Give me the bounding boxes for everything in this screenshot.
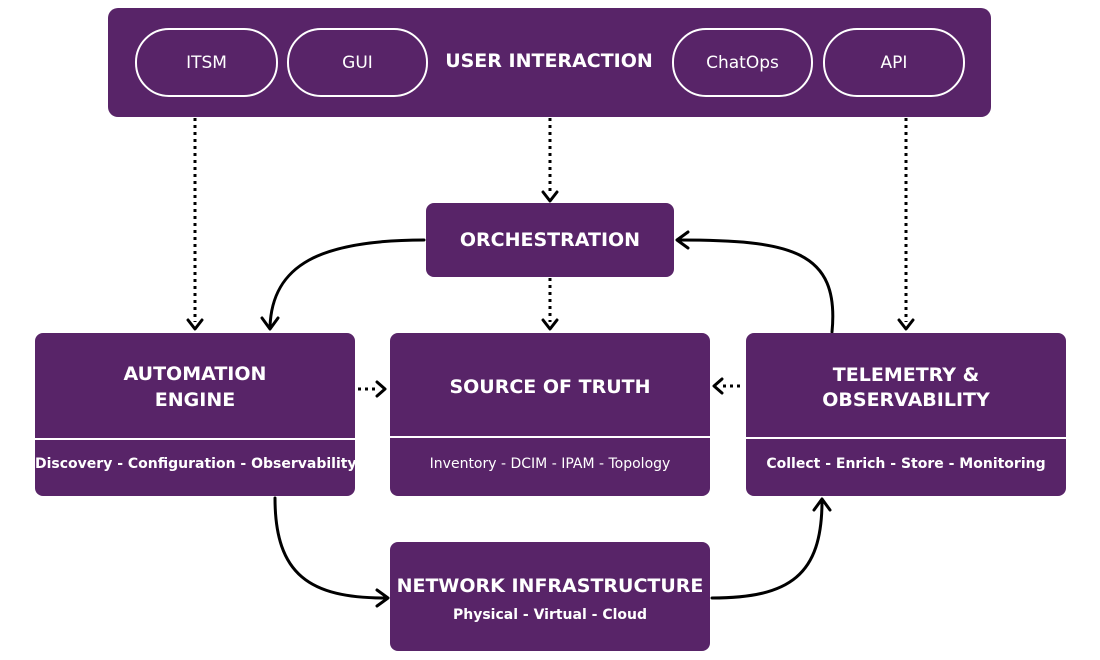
telemetry-to-orchestration-arrow (676, 238, 835, 334)
network-infrastructure-box: NETWORK INFRASTRUCTURE Physical - Virtua… (390, 542, 710, 651)
orchestration-title: ORCHESTRATION (459, 229, 641, 251)
arrowhead (260, 316, 280, 331)
arrowhead (186, 318, 204, 331)
api-pill: API (823, 28, 965, 97)
telemetry-title-line1: TELEMETRY & (832, 364, 980, 386)
network-infrastructure-subtitle: Physical - Virtual - Cloud (452, 607, 648, 623)
arrowhead (897, 318, 915, 331)
automation-engine-title-line1: AUTOMATION (123, 363, 267, 385)
user-interaction-title: USER INTERACTION (445, 50, 653, 72)
arrowhead (375, 588, 390, 608)
automation-engine-divider (35, 438, 355, 440)
telemetry-divider (746, 437, 1066, 439)
arrowhead (375, 380, 387, 398)
arrowhead (541, 190, 559, 203)
network-to-telemetry-arrow (710, 499, 824, 600)
user-interaction-bar: ITSM GUI USER INTERACTION ChatOps API (108, 8, 991, 117)
automation-engine-box: AUTOMATION ENGINE Discovery - Configurat… (35, 333, 357, 496)
telemetry-box: TELEMETRY & OBSERVABILITY Collect - Enri… (746, 333, 1066, 496)
orchestration-box: ORCHESTRATION (426, 203, 674, 277)
telemetry-title-line2: OBSERVABILITY (822, 389, 990, 411)
arrowhead (712, 377, 724, 395)
telemetry-subtitle: Collect - Enrich - Store - Monitoring (766, 456, 1046, 472)
chatops-pill: ChatOps (672, 28, 813, 97)
itsm-pill: ITSM (135, 28, 278, 97)
arrowhead (812, 497, 832, 512)
gui-pill: GUI (287, 28, 428, 97)
network-infrastructure-title: NETWORK INFRASTRUCTURE (396, 575, 704, 597)
orchestration-to-automation-arrow (268, 238, 426, 329)
arrowhead (675, 230, 690, 250)
automation-engine-subtitle: Discovery - Configuration - Observabilit… (35, 456, 357, 472)
source-of-truth-divider (390, 436, 710, 438)
automation-to-network-arrow (273, 496, 387, 600)
source-of-truth-title: SOURCE OF TRUTH (449, 376, 651, 398)
source-of-truth-subtitle: Inventory - DCIM - IPAM - Topology (429, 456, 671, 472)
source-of-truth-box: SOURCE OF TRUTH Inventory - DCIM - IPAM … (390, 333, 710, 496)
automation-engine-title-line2: ENGINE (154, 389, 236, 411)
arrowhead (541, 318, 559, 331)
